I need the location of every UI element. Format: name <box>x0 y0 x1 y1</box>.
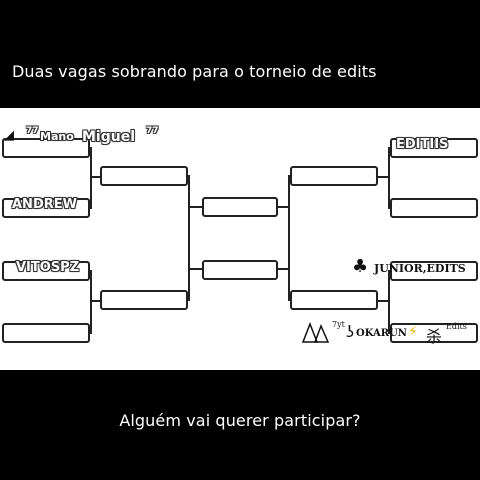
swirl-icon: ʖ <box>346 322 355 341</box>
bracket-slot-left-semi-1 <box>100 166 188 186</box>
bracket-slot-right-1 <box>390 138 478 158</box>
bracket-slot-right-2 <box>390 198 478 218</box>
mark-icon: ◢ <box>4 128 14 143</box>
bracket-slot-left-4 <box>2 323 90 343</box>
bracket-slot-right-semi-1 <box>290 166 378 186</box>
participant-vitospz: VITOSPZ <box>16 260 80 275</box>
bracket-slot-right-3 <box>390 261 478 281</box>
bracket-slot-final-2 <box>202 260 278 280</box>
bottom-caption: Alguém vai querer participar? <box>119 411 361 430</box>
participant-andrew: ANDREW <box>12 197 77 212</box>
club-icon: ♣ <box>352 256 369 277</box>
bracket-slot-right-4 <box>390 323 478 343</box>
lightning-icon: ⚡ <box>408 324 418 340</box>
top-caption: Duas vagas sobrando para o torneio de ed… <box>12 62 377 81</box>
participant-mano-miguel: ◢ 77 Mano Miguel 77 <box>4 126 159 145</box>
participant-okarun: 7yt ʖ OKARUN ⚡ 杀 Edits <box>302 320 480 346</box>
kanji-glyph: 杀 <box>426 327 443 346</box>
bracket-slot-right-semi-2 <box>290 290 378 310</box>
bracket-slot-left-semi-2 <box>100 290 188 310</box>
bracket-slot-left-2 <box>2 198 90 218</box>
participant-junior-edits: ♣ JUNIOR,EDITS <box>352 256 466 277</box>
participant-editiis: EDITIIS <box>396 137 449 152</box>
bracket-slot-final-1 <box>202 197 278 217</box>
bracket-slot-left-3 <box>2 261 90 281</box>
triangle-logo-icon <box>302 322 330 343</box>
tournament-bracket: ◢ 77 Mano Miguel 77 ANDREW VITOSPZ EDITI… <box>0 108 480 370</box>
bracket-slot-left-1 <box>2 138 90 158</box>
